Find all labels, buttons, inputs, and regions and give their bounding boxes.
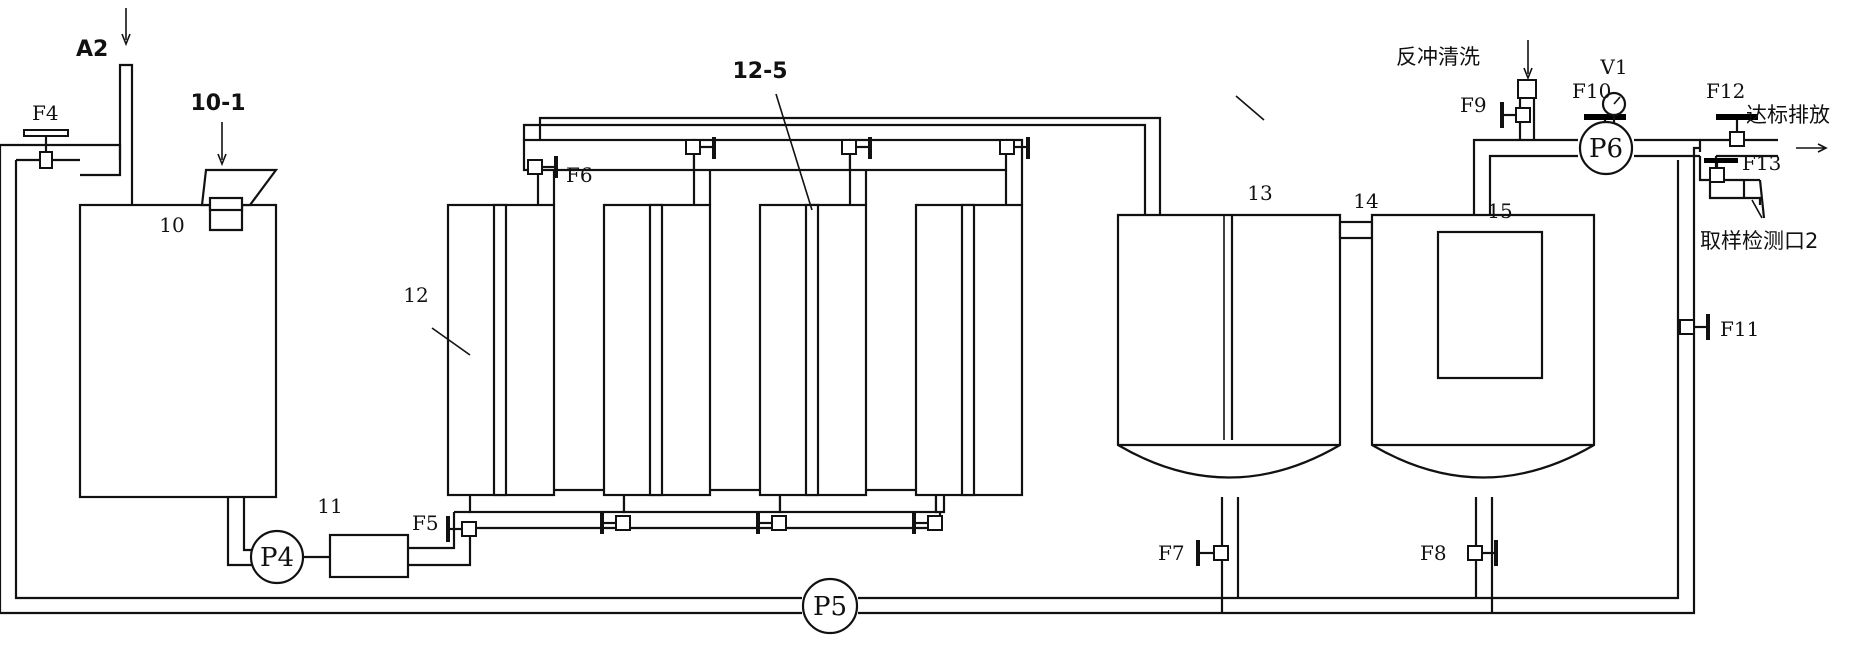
pump-p4[interactable]: P4 [249, 529, 305, 585]
sample-port-2 [1708, 178, 1766, 219]
label-tank-13: 13 [1247, 181, 1272, 205]
label-module-15: 15 [1487, 199, 1512, 223]
label-a2: A2 [76, 37, 108, 62]
label-10-1: 10-1 [190, 91, 245, 116]
feeder-hopper [200, 122, 279, 232]
valve-reactor-top-3[interactable] [841, 137, 872, 159]
valve-f9[interactable] [1500, 102, 1531, 128]
tank-connector [1338, 220, 1374, 240]
pump-p5[interactable]: P5 [801, 577, 859, 635]
gauge-v1 [1601, 91, 1627, 140]
label-valve-f13: F13 [1742, 151, 1781, 175]
tank-10 [78, 8, 278, 499]
reactor-12-bottom-manifold [454, 488, 946, 514]
label-valve-f12: F12 [1706, 79, 1745, 103]
valve-f8[interactable] [1467, 540, 1498, 566]
tank-13 [1116, 213, 1342, 479]
label-tank-14: 14 [1353, 189, 1378, 213]
discharge-branch [1698, 138, 1828, 182]
label-valve-f10: F10 [1572, 79, 1611, 103]
pump-p5-label: P5 [813, 592, 847, 622]
label-valve-f11: F11 [1720, 317, 1759, 341]
label-valve-f5: F5 [412, 511, 439, 535]
valve-f13[interactable] [1704, 158, 1738, 183]
filter-11 [328, 533, 410, 579]
leader-lines [431, 93, 1265, 356]
valve-f12[interactable] [1716, 114, 1758, 147]
reactor-column-3 [758, 203, 868, 497]
label-valve-f6: F6 [566, 163, 593, 187]
valve-f6[interactable] [527, 156, 558, 178]
pump-p6[interactable]: P6 [1578, 120, 1634, 176]
valve-f4[interactable] [23, 129, 69, 169]
valve-f5[interactable] [446, 516, 477, 542]
label-gauge-v1: V1 [1599, 55, 1627, 79]
label-backwash: 反冲清洗 [1396, 45, 1480, 69]
reactor-12-top-manifold [522, 116, 1162, 215]
label-valve-f8: F8 [1420, 541, 1447, 565]
label-discharge: 达标排放 [1746, 103, 1830, 127]
valve-reactor-top-2[interactable] [685, 137, 716, 159]
membrane-module-15 [1436, 230, 1544, 380]
label-packing-12-5: 12-5 [732, 59, 787, 84]
valve-reactor-top-4[interactable] [999, 137, 1030, 159]
label-valve-f4: F4 [32, 101, 59, 125]
label-tank-10: 10 [159, 213, 184, 237]
valve-reactor-bottom-2[interactable] [600, 512, 631, 534]
label-filter-11: 11 [317, 494, 342, 518]
reactor-column-4 [914, 203, 1024, 497]
valve-reactor-bottom-3[interactable] [756, 512, 787, 534]
valve-f11[interactable] [1679, 314, 1710, 340]
reactor-column-1 [446, 203, 556, 497]
label-valve-f7: F7 [1158, 541, 1185, 565]
valve-f7[interactable] [1196, 540, 1229, 566]
backwash-inlet [1517, 40, 1537, 99]
reactor-column-2 [602, 203, 712, 497]
return-line [0, 143, 1700, 615]
valve-reactor-bottom-4[interactable] [912, 512, 943, 534]
pump-p4-label: P4 [260, 543, 294, 573]
label-sample-port: 取样检测口2 [1700, 229, 1818, 253]
pump-p6-label: P6 [1589, 134, 1623, 164]
label-reactor-12: 12 [403, 283, 428, 307]
label-valve-f9: F9 [1460, 93, 1487, 117]
